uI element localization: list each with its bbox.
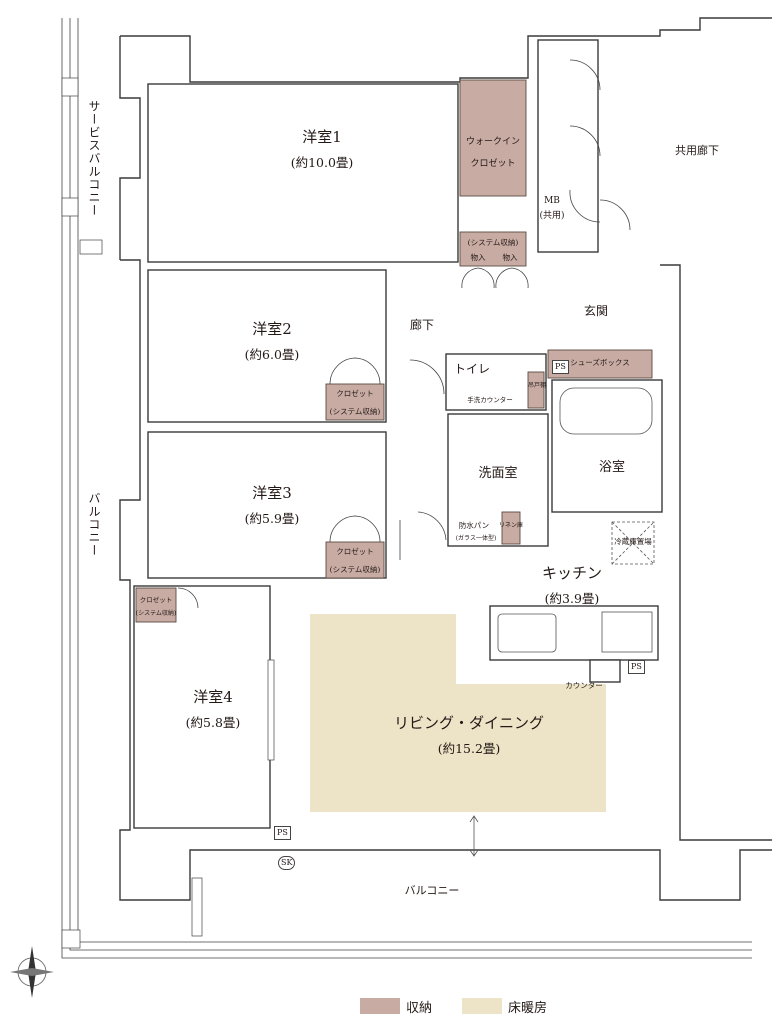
room-western3-area: (約5.9畳) xyxy=(244,511,300,526)
bathroom-shape xyxy=(551,379,663,513)
closet2-sub-label: (システム収納) xyxy=(329,407,381,416)
legend-floor-heating-swatch xyxy=(462,998,502,1014)
balcony-side-name: バルコニー xyxy=(87,492,101,557)
system-storage-shape xyxy=(459,231,527,267)
room-western1-shape xyxy=(147,83,459,263)
room-western4-area: (約5.8畳) xyxy=(185,715,241,730)
mb-label-2: (共用) xyxy=(539,211,565,221)
legend-storage-label: 収納 xyxy=(406,1000,433,1016)
balcony-bottom-name: バルコニー xyxy=(404,884,460,897)
fridge-label: 冷蔵庫置場 xyxy=(614,537,652,546)
room-washroom-name: 洗面室 xyxy=(478,466,518,481)
closet3-label: クロゼット xyxy=(336,547,374,556)
room-western4-name: 洋室4 xyxy=(193,688,233,706)
ps-marker-kitchen: PS xyxy=(628,660,645,674)
mb-label-1: MB xyxy=(544,196,560,206)
compass-icon xyxy=(10,946,54,998)
ps-marker-entrance: PS xyxy=(552,360,569,374)
common-corridor-name: 共用廊下 xyxy=(675,144,719,157)
counter-label: カウンター xyxy=(565,681,603,690)
room-kitchen-area: (約3.9畳) xyxy=(544,591,600,606)
linen-label: リネン庫 xyxy=(498,522,524,529)
closet4-sub-label: (システム収納) xyxy=(135,610,177,617)
toilet-counter-label: 手洗カウンター xyxy=(467,396,513,404)
closet4-label: クロゼット xyxy=(139,596,173,604)
room-western1-name: 洋室1 xyxy=(302,128,342,146)
mb-area xyxy=(537,39,599,253)
room-western1-area: (約10.0畳) xyxy=(290,155,354,170)
walkin-closet-shape xyxy=(459,79,527,197)
hanging-cabinet-label: 吊戸棚 xyxy=(527,382,547,389)
room-living-name: リビング・ダイニング xyxy=(393,714,545,732)
room-entrance-name: 玄関 xyxy=(583,304,609,318)
floor-heating-area xyxy=(310,614,606,812)
service-balcony-name: サービスバルコニー xyxy=(87,100,101,217)
storage-label-right: 物入 xyxy=(502,253,518,262)
ps-marker-living: PS xyxy=(274,826,291,840)
waterproof-sub-label: (ガラス一体型) xyxy=(455,535,497,542)
closet2-label: クロゼット xyxy=(336,389,374,398)
balcony-rail xyxy=(61,18,752,959)
storage-label-left: 物入 xyxy=(470,253,486,262)
room-western2-name: 洋室2 xyxy=(252,320,292,338)
closet3-sub-label: (システム収納) xyxy=(329,565,381,574)
sk-marker: SK xyxy=(278,856,296,870)
room-toilet-name: トイレ xyxy=(453,362,491,376)
legend-floor-heating: 床暖房 xyxy=(462,997,548,1016)
kitchen-counter xyxy=(489,605,659,661)
walkin-closet-label-2: クロゼット xyxy=(470,159,516,169)
legend-floor-heating-label: 床暖房 xyxy=(508,1000,548,1016)
room-western2-area: (約6.0畳) xyxy=(244,347,300,362)
walkin-closet-label-1: ウォークイン xyxy=(465,137,521,147)
room-living-area: (約15.2畳) xyxy=(437,741,501,756)
room-western4-shape xyxy=(133,585,271,829)
room-western3-name: 洋室3 xyxy=(252,484,292,502)
washroom-shape xyxy=(447,413,549,547)
shoes-box-label: シューズボックス xyxy=(570,358,630,367)
room-bath-name: 浴室 xyxy=(598,460,626,475)
waterproof-pan-label: 防水パン xyxy=(458,521,490,530)
legend-storage: 収納 xyxy=(360,997,433,1016)
room-kitchen-name: キッチン xyxy=(541,564,603,582)
room-hallway-name: 廊下 xyxy=(409,318,435,332)
legend-storage-swatch xyxy=(360,998,400,1014)
system-storage-label: (システム収納) xyxy=(467,238,519,247)
